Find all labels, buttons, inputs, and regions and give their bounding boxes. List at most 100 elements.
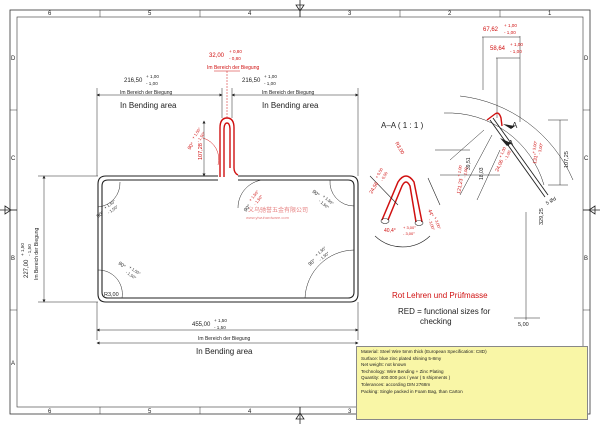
angle-lower: - 1,50° xyxy=(318,250,331,262)
dim-44-nominal: 44° xyxy=(426,209,434,218)
section-ends xyxy=(369,175,441,248)
dim-227-upper: + 1,50 xyxy=(20,243,25,256)
frame-col-label: 4 xyxy=(248,409,252,415)
spec-notes-box: Material: Steel Wire 5mm thick (European… xyxy=(356,346,588,420)
bend-angle-arcs xyxy=(97,137,355,299)
dim-131-lower: - 3,00° xyxy=(537,142,544,155)
radius-r3: R3,00 xyxy=(104,292,119,298)
bending-zone-label-de: Im Bereich der Biegung xyxy=(262,90,314,96)
dim-40-4-lower: - 3,00° xyxy=(403,231,415,236)
angle-label-top-left: 90° + 1,50° - 1,50° xyxy=(96,198,120,219)
dim-24-56-upper: + 0,50 xyxy=(374,166,384,179)
frame-col-label: 5 xyxy=(148,11,152,17)
frame-row-label: D xyxy=(584,56,589,62)
hook-gap-dimension: 32,00 + 0,80 - 0,80 Im Bereich der Biegu… xyxy=(207,49,259,71)
section-radius: R3,00 xyxy=(393,141,405,156)
dim-216-right-nominal: 216,50 xyxy=(242,78,261,84)
angle-nominal: 90° xyxy=(243,204,252,214)
dim-455-nominal: 455,00 xyxy=(192,322,211,328)
dim-227-lower: - 1,50 xyxy=(27,244,32,256)
frame-col-label: 3 xyxy=(348,409,352,415)
side-view-hook xyxy=(486,112,503,127)
side-view-lines xyxy=(435,36,574,320)
legend-line-1: RED = functional sizes for xyxy=(398,307,491,316)
angle-upper: + 1,50° xyxy=(191,126,203,140)
dim-58-64-nominal: 58,64 xyxy=(490,46,506,52)
dim-121-23-lower: - 1,00 xyxy=(462,166,469,178)
frame-row-label: B xyxy=(11,256,15,262)
angle-label-bottom-left: 90° + 1,50° - 1,50° xyxy=(117,261,142,281)
dim-227: 227,00 + 1,50 - 1,50 Im Bereich der Bieg… xyxy=(20,228,40,280)
dim-24-06-nominal: 24,06 xyxy=(494,159,505,173)
frame-row-label: B xyxy=(584,256,588,262)
section-arrows: A A xyxy=(500,121,518,148)
dim-216-left: 216,50 + 1,00 - 1,00 Im Bereich der Bieg… xyxy=(120,74,177,110)
dim-121-23-nominal: 121,23 xyxy=(456,178,465,194)
dim-455: 455,00 + 1,50 - 1,50 Im Bereich der Bieg… xyxy=(192,318,253,356)
angle-lower: - 1,50° xyxy=(195,130,206,143)
spec-note: Net weight: not known xyxy=(361,362,407,368)
dim-455-lower: - 1,50 xyxy=(214,325,226,330)
frame-col-label: 1 xyxy=(548,11,552,17)
angle-lower: - 1,50° xyxy=(106,204,119,215)
frame-col-label: 6 xyxy=(48,409,52,415)
dim-216-right-upper: + 1,00 xyxy=(264,74,277,79)
dim-24-06-upper: + 1,00 xyxy=(498,145,508,158)
frame-col-label: 5 xyxy=(148,409,152,415)
legend-line-2: checking xyxy=(420,317,452,326)
section-letter-a: A xyxy=(508,139,514,148)
bending-zone-label-de: Im Bereich der Biegung xyxy=(120,90,172,96)
dim-40-4-nominal: 40,4° xyxy=(384,228,396,234)
dimension-lines xyxy=(38,70,359,345)
angle-lower: - 1,50° xyxy=(125,269,138,280)
dim-227-nominal: 227,00 xyxy=(24,259,30,278)
section-label: A–A ( 1 : 1 ) xyxy=(381,121,424,130)
dim-58-64: 58,64 + 1,00 - 1,00 xyxy=(490,42,523,54)
dim-40-4-upper: + 3,00° xyxy=(403,225,416,230)
bending-zone-label-en: In Bending area xyxy=(120,101,177,110)
frame-row-label: D xyxy=(11,56,16,62)
section-wire xyxy=(381,175,423,223)
dim-67-62-upper: + 1,00 xyxy=(504,23,517,28)
angle-upper: + 1,50° xyxy=(103,198,117,210)
dim-58-64-upper: + 1,00 xyxy=(510,42,523,47)
frame-col-label: 2 xyxy=(448,11,452,17)
angle-lower: - 1,50° xyxy=(318,198,331,210)
angle-lower: - 1,50° xyxy=(252,194,264,207)
dim-44-lower: - 3,00° xyxy=(427,218,436,231)
watermark-text: 义乌驰誉五金有限公司 xyxy=(248,206,308,214)
dim-24-06-lower: - 1,00 xyxy=(503,149,512,161)
dim-67-62: 67,62 + 1,00 - 1,00 xyxy=(483,23,517,35)
angle-label-bottom-right: 90° + 1,50° - 1,50° xyxy=(307,245,331,267)
frame-col-label: 4 xyxy=(248,11,252,17)
section-letter-a: A xyxy=(512,121,518,130)
frame-row-label: C xyxy=(584,156,589,162)
hook-gap-upper: + 0,80 xyxy=(229,49,242,54)
dim-67-62-lower: - 1,00 xyxy=(504,30,516,35)
frame-col-label: 6 xyxy=(48,11,52,17)
dim-216-left-lower: - 1,00 xyxy=(146,81,158,86)
dim-40-4: 40,4° + 3,00° - 3,00° xyxy=(384,225,416,236)
hook-gap-label: Im Bereich der Biegung xyxy=(207,65,259,71)
dim-44-deg: 44° + 3,00° - 3,00° xyxy=(426,209,442,232)
watermark-url: www.yiwuhardware.com xyxy=(246,215,290,220)
frame-col-label: 3 xyxy=(348,11,352,17)
frame-row-label: A xyxy=(11,361,15,367)
angle-nominal: 90° xyxy=(96,210,106,219)
angle-nominal: 90° xyxy=(307,258,317,267)
spec-note: Surface: blue zinc plated shining 5-8my xyxy=(361,355,442,361)
hook-gap-nominal: 32,00 xyxy=(209,53,225,59)
spec-note: Packing: Single packed in Foam Bag, than… xyxy=(361,388,463,394)
wire-part-main-view xyxy=(97,175,359,303)
angle-label-hook: 90° + 1,50° - 1,50° xyxy=(187,126,207,151)
dim-131-upper: + 3,00° xyxy=(531,140,538,154)
dim-24-06: 24,06 + 1,00 - 1,00 xyxy=(494,145,512,173)
dim-216-right-lower: - 1,00 xyxy=(264,81,276,86)
dim-107-25: 107,25 xyxy=(564,151,570,168)
dim-216-left-nominal: 216,50 xyxy=(124,78,143,84)
dim-227-label: Im Bereich der Biegung xyxy=(34,228,40,280)
dim-455-label: Im Bereich der Biegung xyxy=(198,336,250,342)
wire-hook-highlight xyxy=(219,117,239,177)
dim-24-56: 24,56 + 0,50 - 0,50 xyxy=(369,166,389,195)
